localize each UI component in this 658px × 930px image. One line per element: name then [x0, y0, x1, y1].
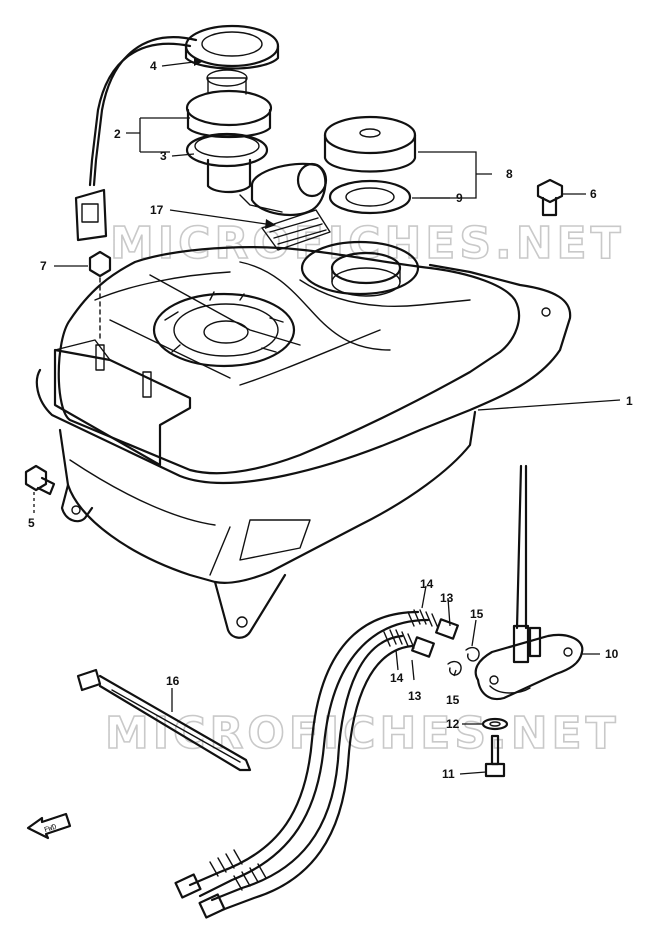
bolt-5 — [24, 464, 56, 496]
fuel-hoses — [174, 609, 480, 919]
callout-14-lower: 14 — [390, 671, 404, 685]
callout-9: 9 — [456, 191, 463, 205]
nut-7 — [88, 250, 112, 341]
callout-7: 7 — [40, 259, 47, 273]
callout-15-lower: 15 — [446, 693, 460, 707]
callout-5: 5 — [28, 516, 35, 530]
callout-17: 17 — [150, 203, 164, 217]
watermark-top: MICROFICHES.NET — [110, 218, 625, 269]
leader-lines — [33, 58, 621, 775]
watermark-bottom: MICROFICHES.NET — [105, 708, 620, 759]
callout-14-upper: 14 — [420, 577, 434, 591]
callout-2: 2 — [114, 127, 121, 141]
fuel-tank — [35, 240, 572, 639]
filler-cap — [323, 115, 417, 215]
callout-12: 12 — [446, 717, 460, 731]
callout-6: 6 — [590, 187, 597, 201]
callout-8: 8 — [506, 167, 513, 181]
fuel-cock — [474, 464, 584, 778]
callout-labels: 1 2 3 4 5 6 7 8 9 10 11 12 13 13 14 14 1… — [28, 59, 633, 781]
fuel-gauge-unit — [74, 24, 331, 251]
callout-16: 16 — [166, 674, 180, 688]
callout-11: 11 — [442, 767, 455, 781]
callout-3: 3 — [160, 149, 167, 163]
callout-4: 4 — [150, 59, 157, 73]
callout-15-upper: 15 — [470, 607, 484, 621]
bolt-6 — [536, 178, 564, 217]
fwd-label: FWD — [43, 823, 58, 835]
callout-13-lower: 13 — [408, 689, 422, 703]
callout-10: 10 — [605, 647, 619, 661]
callout-13-upper: 13 — [440, 591, 454, 605]
cable-tie — [76, 668, 252, 772]
callout-1: 1 — [626, 394, 633, 408]
fwd-arrow: FWD — [26, 812, 72, 840]
